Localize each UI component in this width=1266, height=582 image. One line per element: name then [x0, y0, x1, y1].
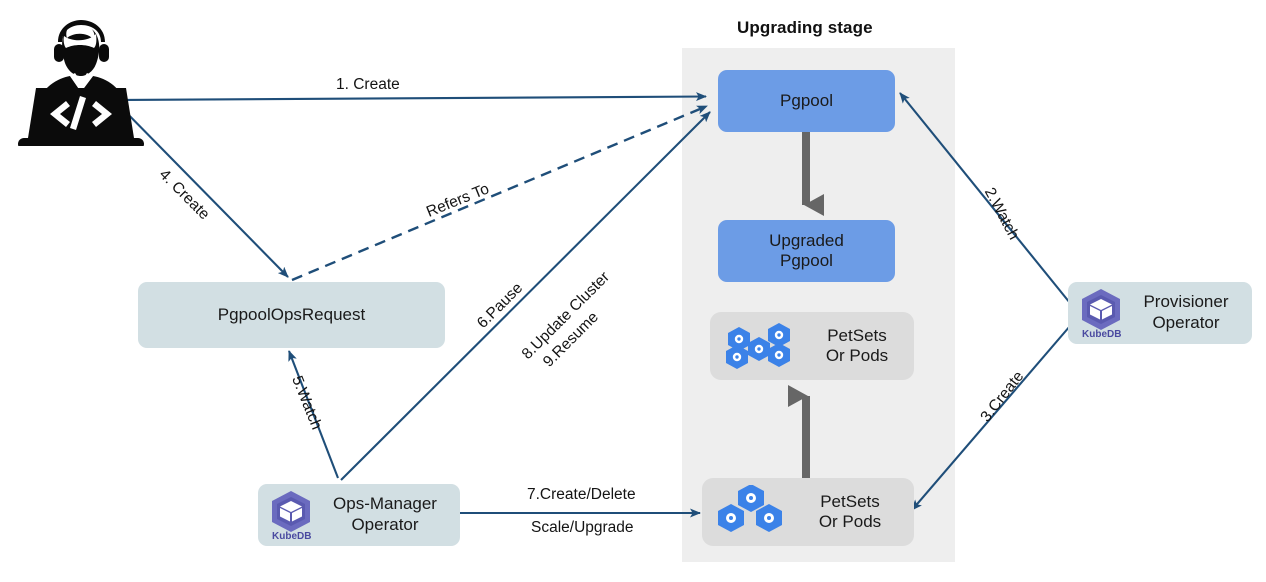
- pod-cluster-five-icon: [720, 319, 806, 373]
- kubedb-hexagon-logo-icon: KubeDB: [272, 491, 311, 542]
- edge-label-7-create-delete: 7.Create/Delete: [527, 486, 636, 503]
- node-petsets-top-label: PetSets Or Pods: [825, 325, 889, 365]
- provisioner-operator-inner: KubeDB Provisioner Operator: [1068, 282, 1252, 344]
- node-pgpool-label: Pgpool: [780, 90, 833, 110]
- kubedb-logo-icon: KubeDB: [1078, 288, 1124, 340]
- node-provisioner-operator-label: Provisioner Operator: [1143, 292, 1229, 332]
- petsets-bottom-inner: PetSets Or Pods: [702, 478, 914, 546]
- node-petsets-bottom[interactable]: PetSets Or Pods: [702, 478, 914, 546]
- upgrading-stage-title: Upgrading stage: [737, 18, 873, 37]
- node-upgraded-pgpool[interactable]: Upgraded Pgpool: [718, 220, 895, 282]
- node-ops-manager-operator[interactable]: KubeDB Ops-Manager Operator: [258, 484, 460, 546]
- edge-2-watch: [899, 92, 1071, 304]
- edge-label-1-create: 1. Create: [336, 76, 400, 93]
- kubernetes-pods-icon: [726, 323, 790, 369]
- node-petsets-bottom-label: PetSets Or Pods: [818, 491, 882, 531]
- edge-5-watch: [288, 350, 339, 479]
- node-pgpool-ops-request[interactable]: PgpoolOpsRequest: [138, 282, 445, 348]
- developer-at-laptop-icon: [18, 20, 144, 146]
- edge-3-create: [911, 325, 1071, 511]
- node-petsets-top[interactable]: PetSets Or Pods: [710, 312, 914, 380]
- kubernetes-pods-icon: [718, 484, 782, 532]
- svg-text:KubeDB: KubeDB: [1082, 329, 1121, 338]
- kubedb-logo-icon: KubeDB: [268, 490, 314, 542]
- upgrading-stage-container: [682, 48, 955, 562]
- edge-refers-to: [291, 104, 708, 282]
- developer-icon: [14, 20, 146, 146]
- node-pgpool[interactable]: Pgpool: [718, 70, 895, 132]
- node-ops-manager-operator-label: Ops-Manager Operator: [333, 494, 437, 534]
- petsets-top-inner: PetSets Or Pods: [710, 312, 914, 380]
- node-upgraded-pgpool-label: Upgraded Pgpool: [769, 230, 844, 270]
- svg-text:KubeDB: KubeDB: [272, 531, 311, 540]
- pod-cluster-three-icon: [712, 484, 792, 539]
- edge-pause-update-resume: [340, 111, 711, 481]
- node-provisioner-operator[interactable]: KubeDB Provisioner Operator: [1068, 282, 1252, 344]
- edge-1-create: [112, 92, 707, 102]
- edge-label-scale-upgrade: Scale/Upgrade: [531, 519, 634, 536]
- kubedb-hexagon-logo-icon: KubeDB: [1082, 289, 1121, 340]
- node-pgpool-ops-request-label: PgpoolOpsRequest: [217, 304, 366, 324]
- edge-4-create: [115, 101, 289, 278]
- ops-manager-operator-inner: KubeDB Ops-Manager Operator: [258, 484, 460, 546]
